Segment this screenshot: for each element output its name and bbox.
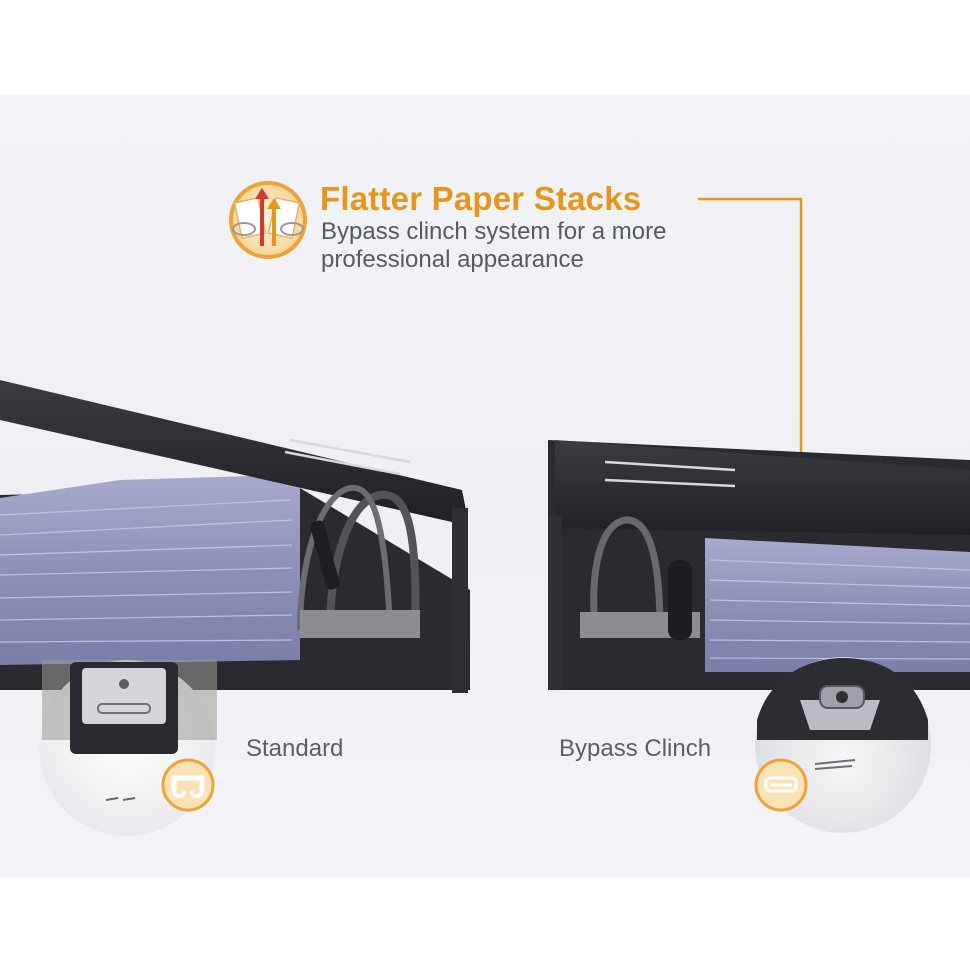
standard-label: Standard [246, 735, 344, 762]
standard-binder [0, 380, 470, 693]
bypass-clinch-binder [548, 440, 970, 690]
paper-stack-arrows-icon [229, 181, 307, 259]
bent-staple-icon [161, 758, 215, 812]
flat-staple-icon [754, 758, 808, 812]
bypass-clinch-label: Bypass Clinch [559, 735, 712, 762]
feature-title: Flatter Paper Stacks [320, 180, 642, 217]
feature-description: Bypass clinch system for a more professi… [321, 218, 667, 273]
